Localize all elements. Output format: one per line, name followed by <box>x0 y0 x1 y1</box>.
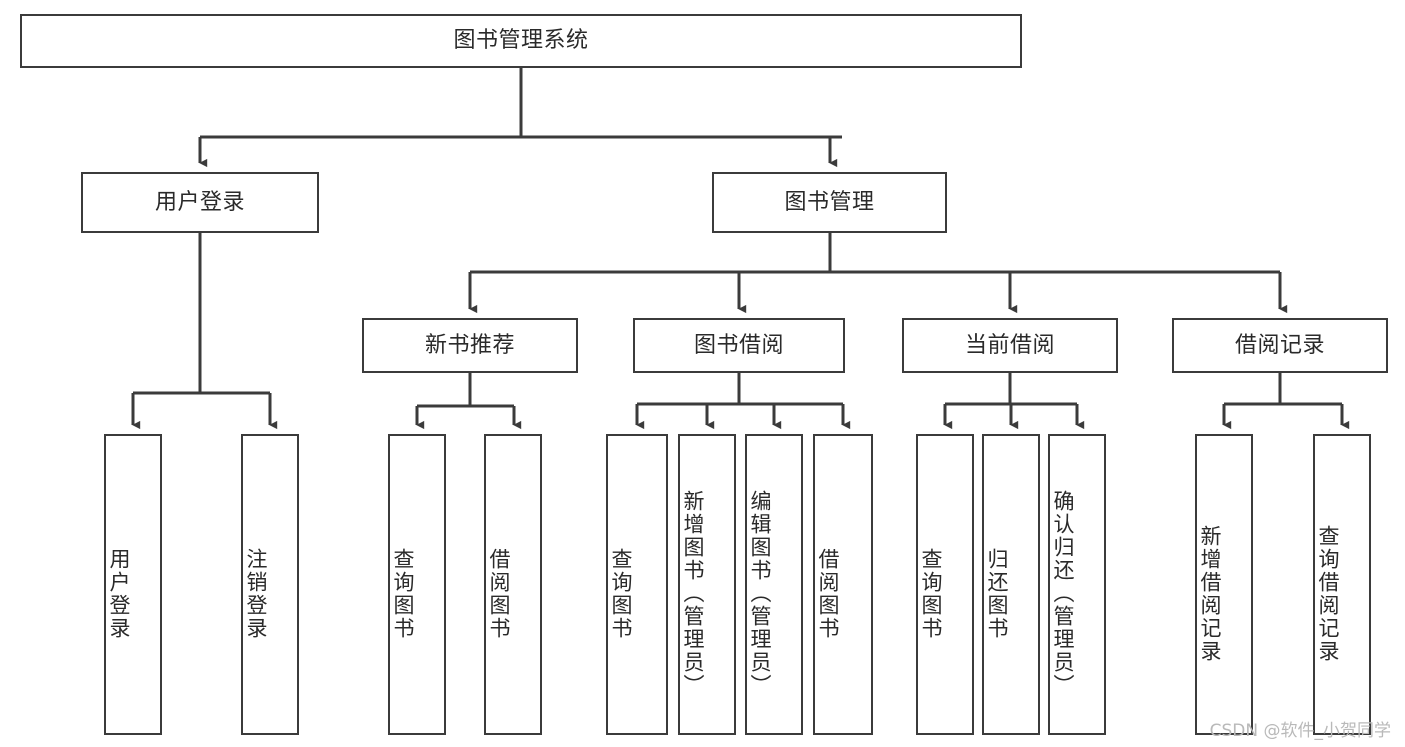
node-leaf-query-book-borrow-label: 查询图书 <box>609 547 634 640</box>
node-leaf-borrow-book-label: 借阅图书 <box>816 547 841 640</box>
node-leaf-query-borrow-record[interactable]: 查询借阅记录 <box>1313 434 1371 735</box>
node-leaf-query-book-current[interactable]: 查询图书 <box>916 434 974 735</box>
node-leaf-borrow-book[interactable]: 借阅图书 <box>813 434 873 735</box>
node-leaf-add-book[interactable]: 新增图书（管理员） <box>678 434 736 735</box>
node-leaf-query-book-new[interactable]: 查询图书 <box>388 434 446 735</box>
node-borrow-record-label: 借阅记录 <box>1234 332 1325 358</box>
node-leaf-user-login[interactable]: 用户登录 <box>104 434 162 735</box>
node-book-management[interactable]: 图书管理 <box>712 172 947 233</box>
node-leaf-logout[interactable]: 注销登录 <box>241 434 299 735</box>
node-root[interactable]: 图书管理系统 <box>20 14 1022 68</box>
node-leaf-confirm-return[interactable]: 确认归还（管理员） <box>1048 434 1106 735</box>
node-book-management-label: 图书管理 <box>784 189 875 215</box>
node-user-login[interactable]: 用户登录 <box>81 172 319 233</box>
node-current-borrow[interactable]: 当前借阅 <box>902 318 1118 373</box>
node-leaf-borrow-book-new[interactable]: 借阅图书 <box>484 434 542 735</box>
node-leaf-query-borrow-record-label: 查询借阅记录 <box>1316 524 1341 663</box>
node-book-borrow-label: 图书借阅 <box>693 332 784 358</box>
node-leaf-query-book-current-label: 查询图书 <box>919 547 944 640</box>
node-leaf-edit-book[interactable]: 编辑图书（管理员） <box>745 434 803 735</box>
node-new-book-recommend-label: 新书推荐 <box>424 332 515 358</box>
node-borrow-record[interactable]: 借阅记录 <box>1172 318 1388 373</box>
node-leaf-add-borrow-record-label: 新增借阅记录 <box>1198 524 1223 663</box>
node-current-borrow-label: 当前借阅 <box>964 332 1055 358</box>
node-root-label: 图书管理系统 <box>453 28 589 54</box>
node-leaf-add-borrow-record[interactable]: 新增借阅记录 <box>1195 434 1253 735</box>
node-leaf-confirm-return-label: 确认归还（管理员） <box>1051 490 1076 697</box>
node-book-borrow[interactable]: 图书借阅 <box>633 318 845 373</box>
node-leaf-add-book-label: 新增图书（管理员） <box>681 490 706 697</box>
node-leaf-query-book-borrow[interactable]: 查询图书 <box>606 434 668 735</box>
node-leaf-user-login-label: 用户登录 <box>107 547 132 640</box>
node-leaf-return-book[interactable]: 归还图书 <box>982 434 1040 735</box>
node-leaf-query-book-new-label: 查询图书 <box>391 547 416 640</box>
node-leaf-return-book-label: 归还图书 <box>985 547 1010 640</box>
node-leaf-logout-label: 注销登录 <box>244 547 269 640</box>
node-new-book-recommend[interactable]: 新书推荐 <box>362 318 578 373</box>
node-leaf-edit-book-label: 编辑图书（管理员） <box>748 490 773 697</box>
node-user-login-label: 用户登录 <box>154 189 245 215</box>
node-leaf-borrow-book-new-label: 借阅图书 <box>487 547 512 640</box>
